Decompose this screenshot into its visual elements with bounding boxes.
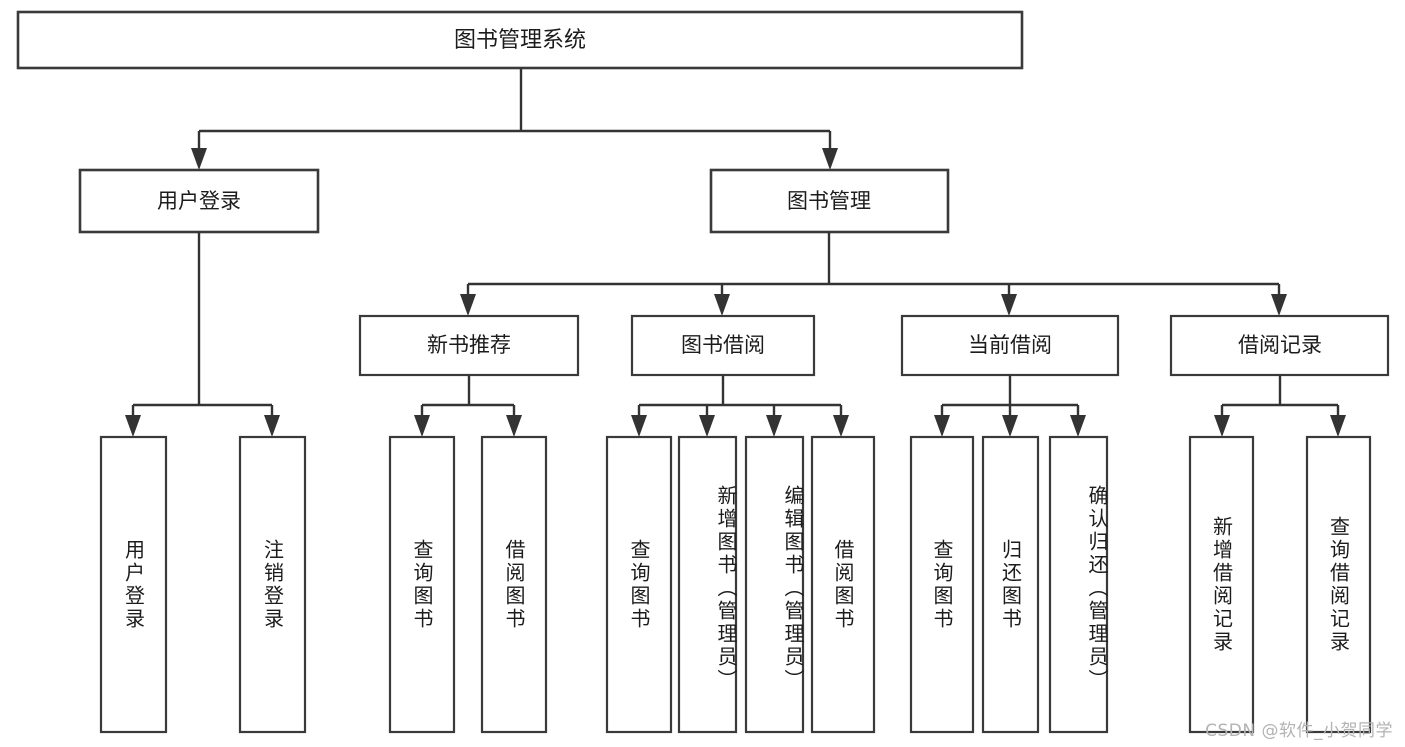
connector-user-login-to-leaves [125, 232, 280, 437]
leaf-box-user-login[interactable] [99, 435, 168, 734]
arrow-head-icon [699, 415, 715, 437]
user-login-box[interactable] [78, 168, 320, 234]
leaf-box-add-book[interactable] [677, 435, 738, 734]
leaf-boxes [99, 435, 1372, 734]
leaf-box-edit-book[interactable] [744, 435, 805, 734]
arrow-head-icon [766, 415, 782, 437]
leaf-box-user-logout[interactable] [238, 435, 307, 734]
arrow-head-icon [714, 294, 730, 316]
book-borrow-label: 图书借阅 [681, 333, 765, 357]
arrow-head-icon [1214, 415, 1230, 437]
arrow-head-icon [1070, 415, 1086, 437]
leaf-box-add-record[interactable] [1188, 435, 1255, 734]
arrow-head-icon [264, 415, 280, 437]
node-root[interactable]: 图书管理系统 [16, 10, 1024, 70]
root-label: 图书管理系统 [454, 28, 586, 53]
connector-new-book-recommend-to-leaves [414, 375, 522, 437]
arrow-head-icon [822, 148, 838, 170]
new-book-recommend-label: 新书推荐 [427, 333, 511, 357]
leaf-box-query-book-2[interactable] [605, 435, 673, 734]
node-current-borrow[interactable]: 当前借阅 [900, 314, 1120, 377]
arrow-head-icon [506, 415, 522, 437]
leaf-box-borrow-book-1[interactable] [480, 435, 548, 734]
connector-book-borrow-to-leaves [631, 375, 849, 437]
node-borrow-record[interactable]: 借阅记录 [1169, 314, 1390, 377]
arrow-head-icon [1271, 294, 1287, 316]
leaf-box-query-book-3[interactable] [909, 435, 975, 734]
leaf-box-query-book-1[interactable] [388, 435, 456, 734]
arrow-head-icon [460, 294, 476, 316]
borrow-record-label: 借阅记录 [1238, 333, 1322, 357]
root-box[interactable] [16, 10, 1024, 70]
node-new-book-recommend[interactable]: 新书推荐 [358, 314, 580, 377]
connector-root-to-level2 [191, 68, 838, 170]
arrow-head-icon [631, 415, 647, 437]
arrow-head-icon [1330, 415, 1346, 437]
leaf-box-return-book[interactable] [981, 435, 1040, 734]
node-book-borrow[interactable]: 图书借阅 [630, 314, 816, 377]
watermark-text: CSDN @软件_小贺同学 [1205, 721, 1393, 741]
arrow-head-icon [934, 415, 950, 437]
leaf-box-query-record[interactable] [1305, 435, 1372, 734]
arrow-head-icon [414, 415, 430, 437]
current-borrow-label: 当前借阅 [968, 333, 1052, 357]
arrow-head-icon [1001, 294, 1017, 316]
arrow-head-icon [1002, 415, 1018, 437]
user-login-label: 用户登录 [157, 189, 241, 213]
arrow-head-icon [191, 148, 207, 170]
connector-current-borrow-to-leaves [934, 375, 1086, 437]
leaf-box-confirm-return[interactable] [1048, 435, 1109, 734]
current-borrow-box[interactable] [900, 314, 1120, 377]
arrow-head-icon [833, 415, 849, 437]
book-manage-label: 图书管理 [787, 189, 871, 213]
node-user-login[interactable]: 用户登录 [78, 168, 320, 234]
connector-borrow-record-to-leaves [1214, 375, 1346, 437]
connector-book-manage-to-level3 [460, 232, 1287, 316]
node-book-manage[interactable]: 图书管理 [709, 168, 950, 234]
new-book-recommend-box[interactable] [358, 314, 580, 377]
arrow-head-icon [125, 415, 141, 437]
leaf-box-borrow-book-2[interactable] [810, 435, 876, 734]
